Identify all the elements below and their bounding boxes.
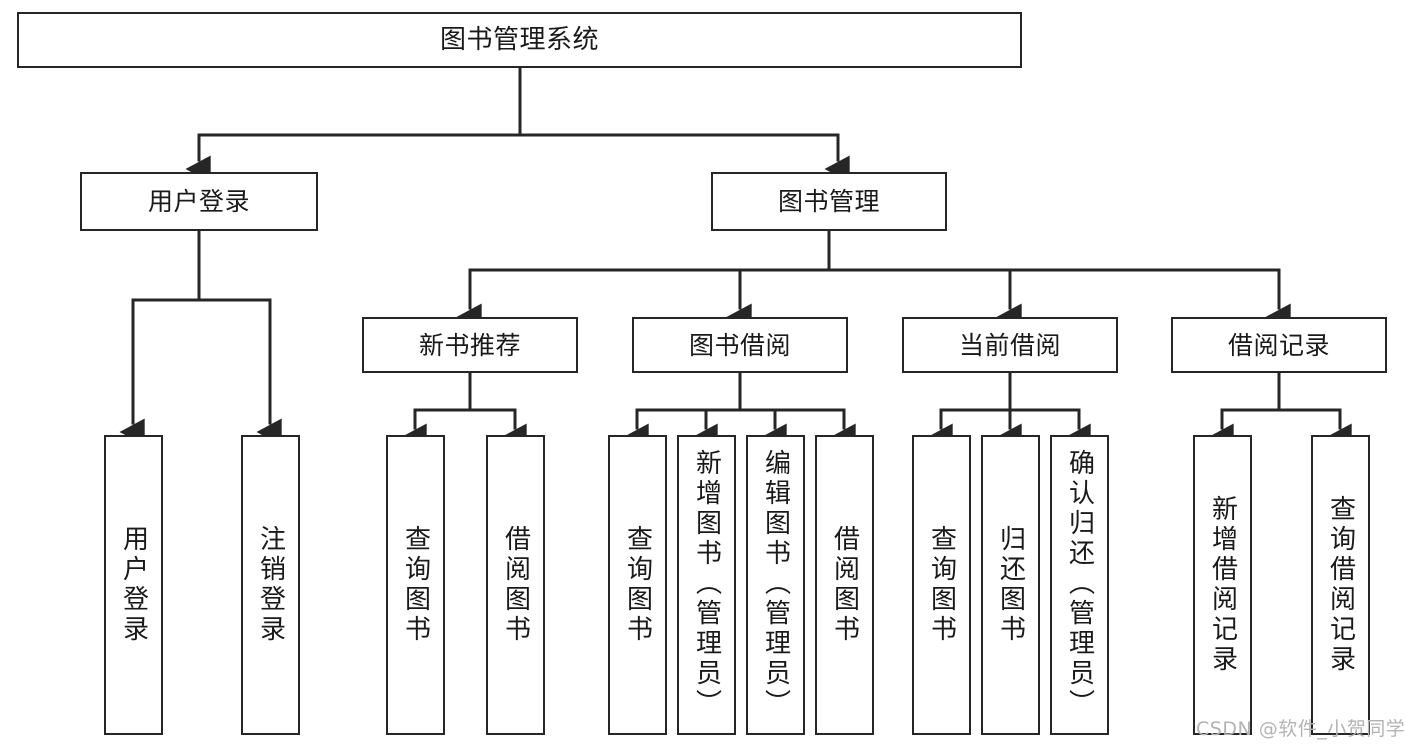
node-user-login[interactable]: 用户登录 <box>80 172 318 231</box>
node-root-label: 图书管理系统 <box>439 24 599 55</box>
node-new-book-rec[interactable]: 新书推荐 <box>362 317 578 373</box>
node-user-login-label: 用户登录 <box>147 187 250 216</box>
node-leaf-logout-label: 注销登录 <box>255 525 286 645</box>
node-leaf-query-book-3-label: 查询图书 <box>926 525 957 645</box>
node-book-borrow[interactable]: 图书借阅 <box>632 317 848 373</box>
node-leaf-user-login-label: 用户登录 <box>118 525 149 645</box>
node-leaf-query-record-label: 查询借阅记录 <box>1325 495 1356 675</box>
node-leaf-edit-book[interactable]: 编辑图书（管理员） <box>746 435 805 735</box>
node-new-book-rec-label: 新书推荐 <box>418 330 521 360</box>
node-book-manage-label: 图书管理 <box>777 187 880 216</box>
node-leaf-query-book-3[interactable]: 查询图书 <box>912 435 971 735</box>
node-leaf-query-book-1[interactable]: 查询图书 <box>386 435 445 735</box>
node-leaf-user-login[interactable]: 用户登录 <box>104 435 163 735</box>
node-book-borrow-label: 图书借阅 <box>688 330 791 360</box>
node-leaf-query-book-2-label: 查询图书 <box>622 525 653 645</box>
node-leaf-borrow-book-1[interactable]: 借阅图书 <box>486 435 545 735</box>
node-borrow-record[interactable]: 借阅记录 <box>1171 317 1387 373</box>
node-leaf-add-book-label: 新增图书（管理员） <box>691 449 722 719</box>
node-leaf-add-record[interactable]: 新增借阅记录 <box>1193 435 1252 735</box>
node-leaf-add-record-label: 新增借阅记录 <box>1207 495 1238 675</box>
node-leaf-query-record[interactable]: 查询借阅记录 <box>1311 435 1370 735</box>
node-leaf-logout[interactable]: 注销登录 <box>241 435 300 735</box>
node-leaf-confirm-return-label: 确认归还（管理员） <box>1064 449 1095 719</box>
node-leaf-borrow-book-2[interactable]: 借阅图书 <box>815 435 874 735</box>
node-leaf-confirm-return[interactable]: 确认归还（管理员） <box>1050 435 1109 735</box>
node-leaf-return-book[interactable]: 归还图书 <box>981 435 1040 735</box>
node-current-borrow[interactable]: 当前借阅 <box>902 317 1118 373</box>
node-current-borrow-label: 当前借阅 <box>958 330 1061 360</box>
node-leaf-query-book-1-label: 查询图书 <box>400 525 431 645</box>
node-root[interactable]: 图书管理系统 <box>17 12 1022 68</box>
node-book-manage[interactable]: 图书管理 <box>711 172 947 231</box>
node-leaf-add-book[interactable]: 新增图书（管理员） <box>677 435 736 735</box>
node-borrow-record-label: 借阅记录 <box>1227 330 1330 360</box>
node-leaf-edit-book-label: 编辑图书（管理员） <box>760 449 791 719</box>
node-leaf-borrow-book-2-label: 借阅图书 <box>829 525 860 645</box>
node-leaf-query-book-2[interactable]: 查询图书 <box>608 435 667 735</box>
node-leaf-borrow-book-1-label: 借阅图书 <box>500 525 531 645</box>
node-leaf-return-book-label: 归还图书 <box>995 525 1026 645</box>
